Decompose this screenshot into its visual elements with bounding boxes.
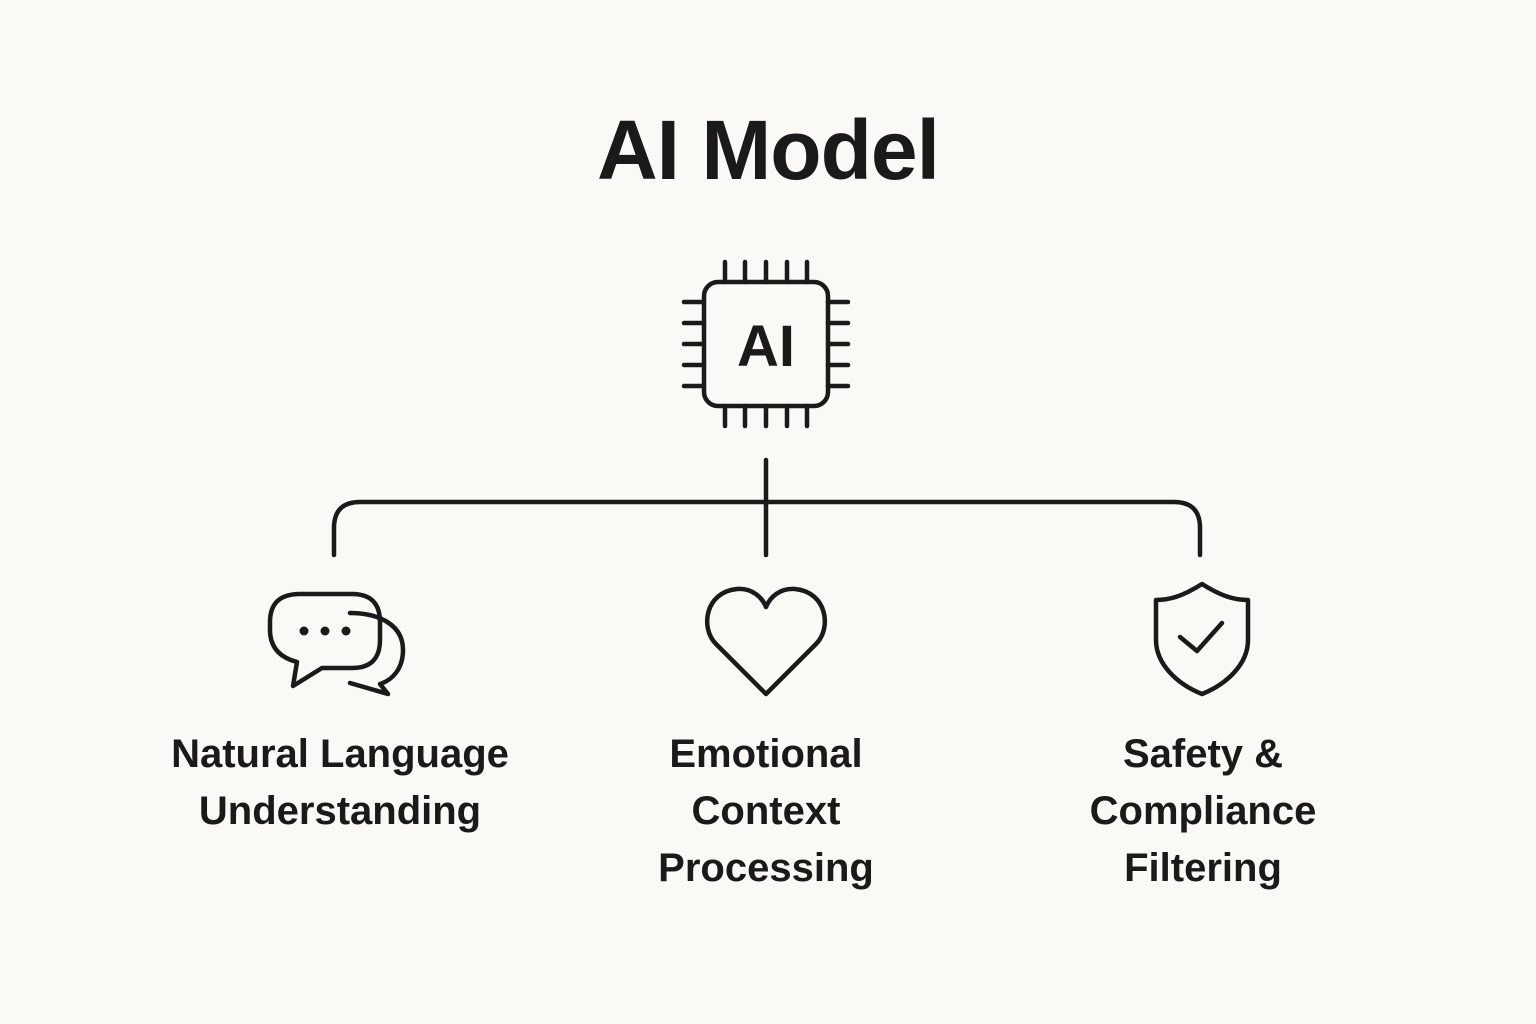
diagram-title: AI Model: [597, 103, 940, 197]
ai-chip-icon: [681, 259, 851, 429]
branch-label-line: Safety &: [1122, 732, 1284, 776]
chip-label: AI: [737, 314, 795, 379]
branch-label-line: Processing: [658, 846, 874, 890]
branch-label-safety-compliance-filtering: Safety & Compliance Filtering: [993, 726, 1413, 897]
chat-bubbles-icon: [267, 591, 406, 697]
branch-label-emotional-context-processing: Emotional Context Processing: [556, 726, 976, 897]
branch-label-line: Understanding: [198, 789, 482, 833]
branch-label-line: Context: [691, 789, 841, 833]
shield-check-icon: [1153, 581, 1251, 697]
heart-icon: [705, 586, 827, 697]
branch-label-line: Natural Language: [171, 732, 509, 776]
branch-label-line: Compliance: [1089, 789, 1317, 833]
branch-label-line: Filtering: [1124, 846, 1282, 890]
branch-label-line: Emotional: [669, 732, 863, 776]
branch-label-natural-language-understanding: Natural Language Understanding: [130, 726, 550, 840]
connector-lines: [331, 457, 1203, 558]
